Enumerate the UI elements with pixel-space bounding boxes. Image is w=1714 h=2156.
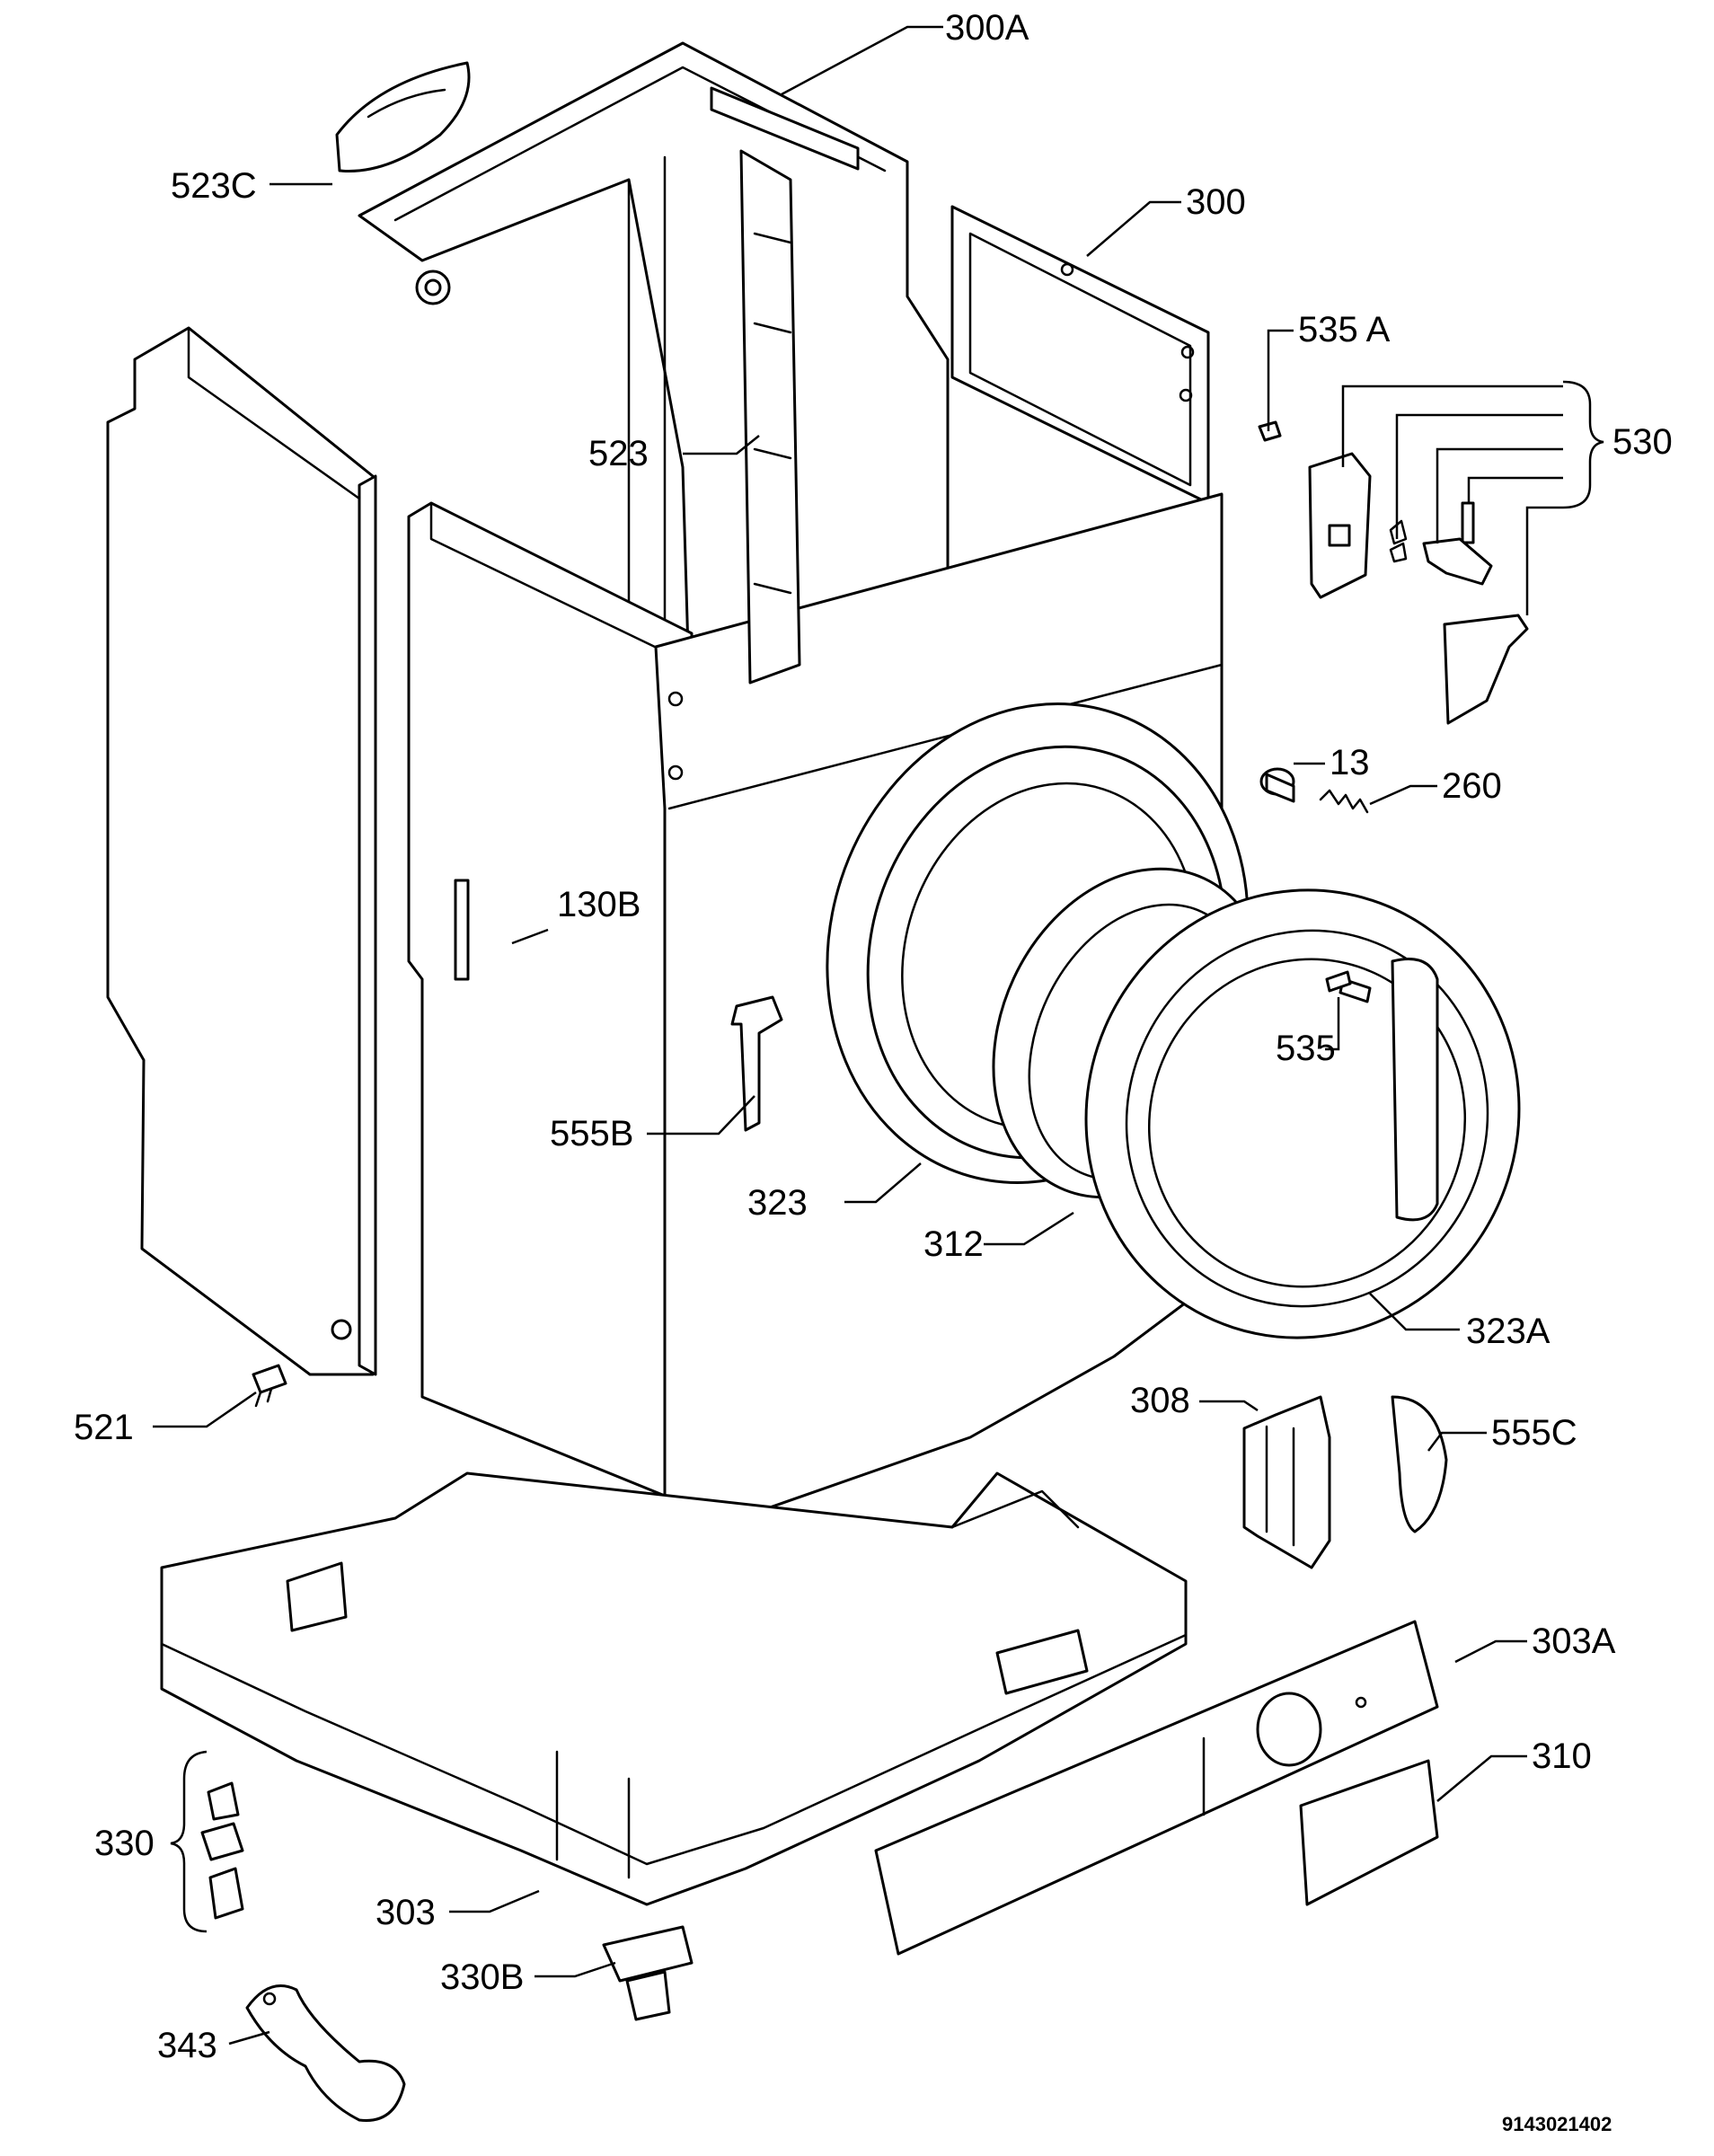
- panel-cover-part: [1299, 1759, 1439, 1906]
- label-523c: 523C: [171, 166, 257, 206]
- drawing-number: 9143021402: [1502, 2113, 1612, 2135]
- label-323a: 323A: [1466, 1312, 1551, 1351]
- label-330b: 330B: [440, 1957, 524, 1997]
- label-308: 308: [1130, 1381, 1190, 1420]
- base-frame-part: [160, 1471, 1188, 1906]
- label-523: 523: [588, 434, 649, 473]
- foot-part: [602, 1925, 694, 2021]
- label-535: 535: [1276, 1029, 1336, 1068]
- bracket-part-523: [739, 149, 801, 685]
- control-panel-part: [874, 1620, 1439, 1956]
- label-555c: 555C: [1491, 1413, 1577, 1453]
- label-130b: 130B: [557, 885, 641, 924]
- clip-part-523c: [335, 61, 471, 172]
- hook-part-555b: [730, 995, 783, 1132]
- label-310: 310: [1532, 1736, 1592, 1776]
- rear-frame-part: [358, 41, 950, 774]
- label-303a: 303A: [1532, 1621, 1616, 1661]
- label-312: 312: [923, 1224, 984, 1264]
- label-521: 521: [74, 1408, 134, 1447]
- cabinet-frame-part: [950, 205, 1210, 505]
- leader-lines: [153, 25, 1604, 2046]
- catch-part-555c: [1391, 1395, 1448, 1533]
- label-343: 343: [157, 2026, 217, 2065]
- left-side-panel: [106, 326, 377, 1376]
- screw-nut-group: [200, 1781, 244, 1920]
- label-530: 530: [1612, 422, 1673, 462]
- wrench-tool: [245, 1984, 406, 2122]
- label-13: 13: [1330, 743, 1370, 782]
- label-555b: 555B: [550, 1114, 633, 1153]
- screw-part-521: [252, 1364, 287, 1408]
- label-323: 323: [747, 1183, 808, 1223]
- label-300: 300: [1186, 182, 1246, 222]
- pin-part-535: [1325, 970, 1352, 993]
- label-260: 260: [1442, 766, 1502, 806]
- door-hinge-part: [1242, 1395, 1331, 1569]
- button-and-spring: [1259, 767, 1369, 814]
- lock-assembly-group: [1258, 420, 1529, 725]
- part-labels: 300A 523C 300 535 A 530 523 13 260 130B …: [74, 8, 1673, 2135]
- label-330: 330: [94, 1824, 155, 1863]
- label-303: 303: [375, 1893, 436, 1932]
- door-assembly: [1084, 888, 1521, 1339]
- label-535a: 535 A: [1298, 310, 1391, 349]
- front-left-panel: [407, 501, 694, 1498]
- label-300a: 300A: [945, 8, 1029, 48]
